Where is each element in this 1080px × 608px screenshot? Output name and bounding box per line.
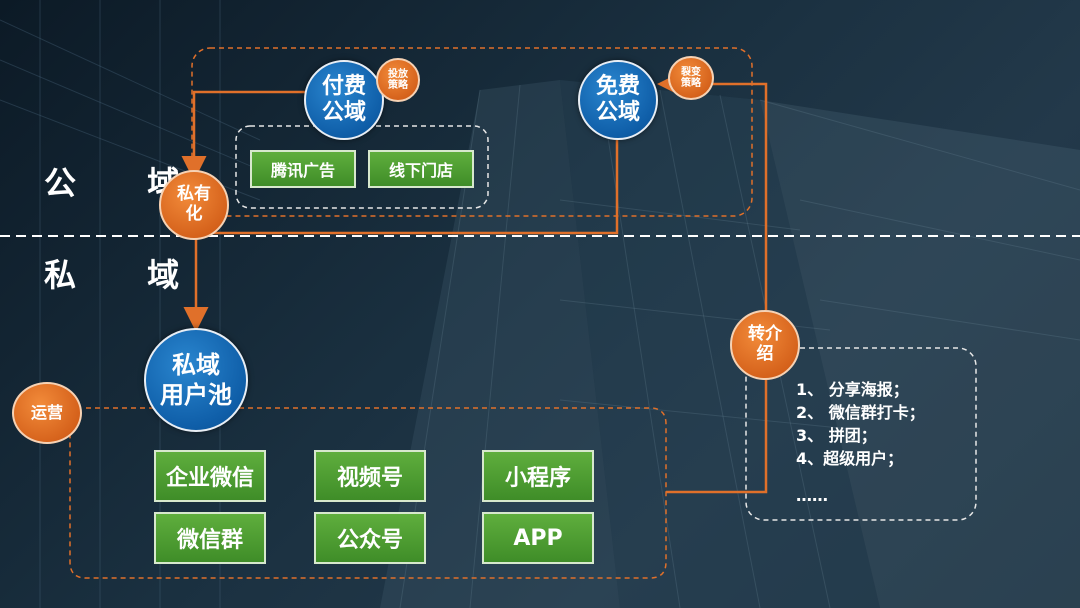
fission-strategy-node: 裂变策略 — [668, 56, 714, 100]
referral-node: 转介绍 — [730, 310, 800, 380]
referral-methods-list: 1、 分享海报； 2、 微信群打卡； 3、 拼团； 4、超级用户； …… — [796, 378, 925, 507]
private-domain-label: 私 域 — [44, 256, 210, 294]
list-item: 4、超级用户； — [796, 449, 904, 468]
flow-free-to-privatize — [196, 140, 619, 235]
channel-wechat-group: 微信群 — [154, 512, 266, 564]
channel-mini-program: 小程序 — [482, 450, 594, 502]
list-item: 3、 拼团； — [796, 426, 877, 445]
public-domain-label: 公 域 — [44, 164, 210, 202]
channel-official-account: 公众号 — [314, 512, 426, 564]
list-item: 2、 微信群打卡； — [796, 403, 925, 422]
referral-methods-box — [745, 347, 977, 521]
channel-offline-store: 线下门店 — [368, 150, 474, 188]
free-public-node: 免费公域 — [578, 60, 658, 140]
channel-channels: 视频号 — [314, 450, 426, 502]
channel-tencent-ads: 腾讯广告 — [250, 150, 356, 188]
channel-app: APP — [482, 512, 594, 564]
private-operation-box — [69, 407, 667, 579]
list-item: …… — [796, 486, 828, 505]
private-pool-node: 私域用户池 — [144, 328, 248, 432]
flow-pool-to-referral — [666, 379, 768, 494]
public-domain-box — [191, 47, 753, 217]
privatize-node: 私有化 — [159, 170, 229, 240]
operation-node: 运营 — [12, 382, 82, 444]
list-item: 1、 分享海报； — [796, 380, 909, 399]
ad-strategy-node: 投放策略 — [376, 58, 420, 102]
flow-referral-to-free — [657, 71, 768, 310]
flow-paid-to-privatize — [181, 90, 308, 181]
paid-public-node: 付费公域 — [304, 60, 384, 140]
channel-wecom: 企业微信 — [154, 450, 266, 502]
